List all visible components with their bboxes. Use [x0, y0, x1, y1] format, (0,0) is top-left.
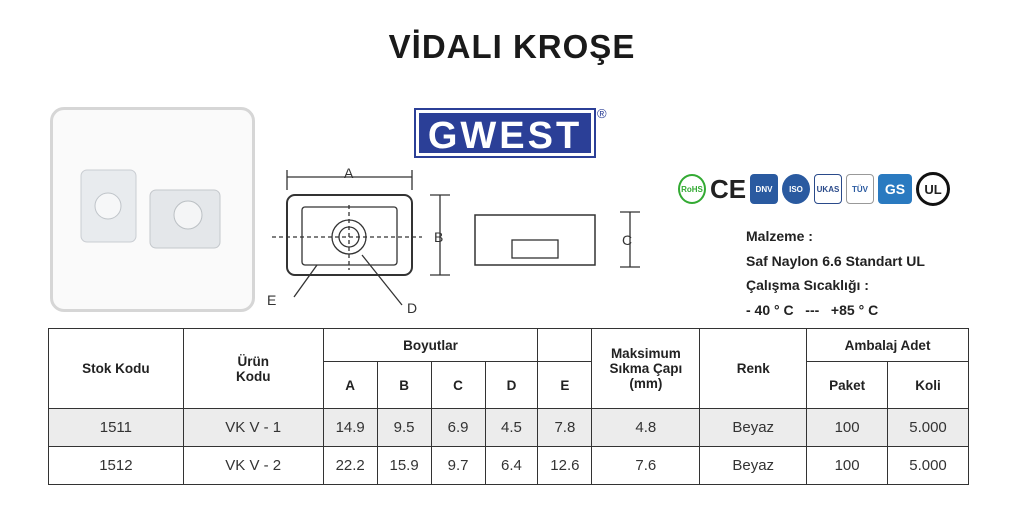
cell-max: 7.6 [591, 446, 701, 485]
cell-e: 7.8 [537, 408, 593, 447]
temperature-label: Çalışma Sıcaklığı : [746, 277, 869, 293]
cell-d: 4.5 [484, 408, 539, 447]
product-table: Stok Kodu Ürün Kodu Boyutlar Maksimum Sı… [48, 328, 969, 485]
cell-e: 12.6 [537, 446, 593, 485]
rohs-icon: RoHS [678, 174, 706, 204]
table-row: 1511 VK V - 1 14.9 9.5 6.9 4.5 7.8 4.8 B… [48, 408, 969, 447]
certification-logos: RoHS CE DNV ISO UKAS TÜV GS UL [678, 172, 950, 206]
header-product-code: Ürün Kodu [182, 328, 324, 409]
tuv-icon: TÜV [846, 174, 874, 204]
material-value: Saf Naylon 6.6 Standart UL [746, 252, 925, 269]
header-a: A [322, 361, 378, 409]
page-title: VİDALI KROŞE [388, 28, 636, 65]
cell-paket: 100 [806, 408, 889, 447]
cell-a: 22.2 [322, 446, 378, 485]
header-b: B [376, 361, 432, 409]
temperature-value: - 40 ° C --- +85 ° C [746, 301, 879, 318]
header-paket: Paket [806, 361, 889, 409]
dim-label-a: A [344, 165, 354, 181]
cell-paket: 100 [806, 446, 889, 485]
header-c: C [430, 361, 486, 409]
table-row: 1512 VK V - 2 22.2 15.9 9.7 6.4 12.6 7.6… [48, 446, 969, 485]
dim-label-e: E [267, 292, 276, 308]
cell-koli: 5.000 [887, 446, 969, 485]
cell-stock: 1511 [48, 408, 184, 447]
cell-product: VK V - 2 [182, 446, 324, 485]
dim-label-d: D [407, 300, 417, 315]
cell-c: 6.9 [430, 408, 486, 447]
cell-b: 9.5 [376, 408, 432, 447]
header-d: D [484, 361, 539, 409]
cell-c: 9.7 [430, 446, 486, 485]
header-stock-code: Stok Kodu [48, 328, 184, 409]
registered-mark: ® [597, 106, 607, 121]
product-photo [50, 107, 255, 312]
cell-product: VK V - 1 [182, 408, 324, 447]
cell-koli: 5.000 [887, 408, 969, 447]
header-max-diameter: Maksimum Sıkma Çapı (mm) [591, 328, 701, 409]
material-label: Malzeme : [746, 228, 813, 244]
header-koli: Koli [887, 361, 969, 409]
gs-icon: GS [878, 174, 912, 204]
cell-d: 6.4 [484, 446, 539, 485]
ul-icon: UL [916, 172, 950, 206]
header-dimensions: Boyutlar [322, 328, 539, 362]
dim-label-c: C [622, 232, 632, 248]
material-info: Malzeme : Saf Naylon 6.6 Standart UL Çal… [746, 224, 925, 322]
dim-label-b: B [434, 229, 443, 245]
cell-color: Beyaz [699, 408, 808, 447]
header-color: Renk [699, 328, 808, 409]
cell-b: 15.9 [376, 446, 432, 485]
cable-tie-mount-image [80, 169, 221, 249]
gwest-logo: GWEST [414, 108, 596, 158]
cell-a: 14.9 [322, 408, 378, 447]
header-blank [537, 328, 593, 362]
dnv-icon: DNV [750, 174, 778, 204]
cell-color: Beyaz [699, 446, 808, 485]
ce-icon: CE [709, 173, 747, 204]
cell-max: 4.8 [591, 408, 701, 447]
cell-stock: 1512 [48, 446, 184, 485]
iso-icon: ISO [782, 174, 810, 204]
header-e: E [537, 361, 593, 409]
ukas-icon: UKAS [814, 174, 842, 204]
dimension-diagram: A B C D E [267, 165, 640, 315]
header-packaging: Ambalaj Adet [806, 328, 969, 362]
